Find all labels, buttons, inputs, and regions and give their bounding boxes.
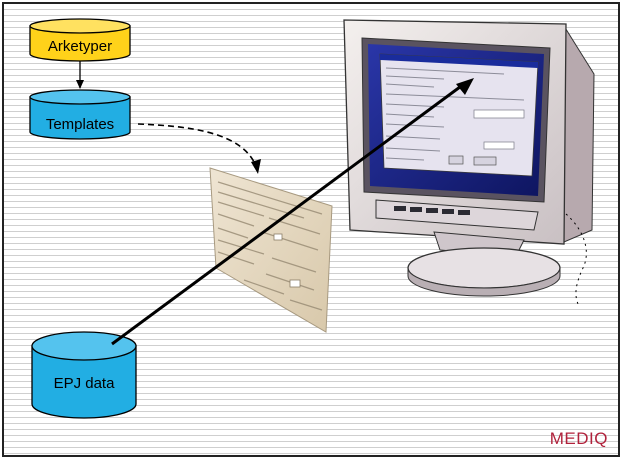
ehr-data-cylinder — [31, 331, 137, 419]
templates-label: Templates — [45, 116, 115, 133]
archetypes-cylinder — [29, 18, 131, 62]
templates-to-form-arrow — [137, 123, 257, 167]
ehr-data-label: EPJ data — [53, 375, 115, 392]
slide: Arketyper Templates EPJ data MEDIQ — [2, 2, 620, 457]
form-printout-illustration — [209, 167, 333, 333]
templates-cylinder — [29, 89, 131, 140]
data-to-screen-arrow — [111, 82, 465, 346]
archetypes-label: Arketyper — [47, 38, 113, 55]
diagram-canvas — [29, 18, 595, 419]
brand-logo-text: MEDIQ — [549, 429, 608, 448]
monitor-illustration — [343, 19, 595, 297]
monitor-cable — [565, 213, 587, 305]
